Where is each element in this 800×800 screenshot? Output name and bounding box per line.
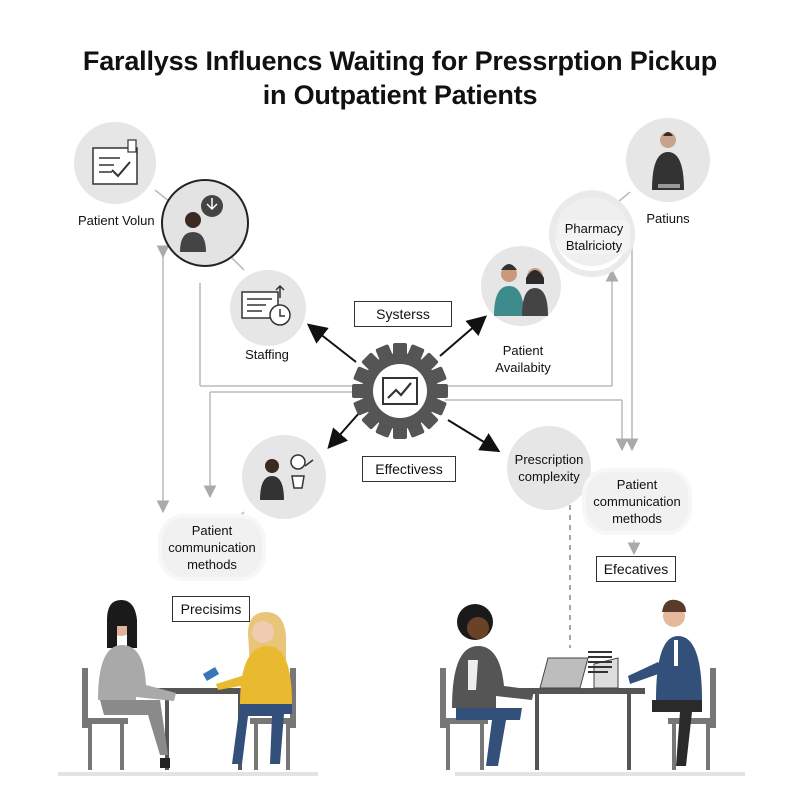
box-efecatives: Efecatives <box>596 556 676 582</box>
label-pharmacy-stability: Pharmacy Btalricioty <box>558 220 630 254</box>
label-prescription-complexity: Prescription complexity <box>506 451 592 485</box>
title-line-1: Farallyss Influencs Waiting for Pressrpt… <box>82 46 718 76</box>
label-complexity-line2: complexity <box>518 469 580 484</box>
meeting-scene-right <box>440 599 745 776</box>
title-line-2: in Outpatient Patients <box>262 80 538 110</box>
comm-right-line3: methods <box>612 511 662 526</box>
presenter-icon <box>260 454 314 500</box>
box-systems: Systerss <box>354 301 452 327</box>
support-person-icon <box>180 195 223 252</box>
label-availability-line2: Availabity <box>495 360 551 375</box>
presenter-man-icon <box>652 132 684 190</box>
label-patient-communication-right: Patient communication methods <box>586 472 688 531</box>
label-patient-communication-left: Patient communication methods <box>162 518 262 577</box>
label-patient-volume: Patient Volun <box>78 213 155 228</box>
timeline-icon <box>241 284 291 326</box>
pharmacy-gear-icon <box>549 191 635 277</box>
gear-chart-icon <box>352 343 448 439</box>
label-complexity-line1: Prescription <box>514 452 584 467</box>
checklist-icon <box>92 139 138 185</box>
box-effectiveness: Effectivess <box>362 456 456 482</box>
comm-left-line1: Patient <box>191 523 233 538</box>
label-patients: Patiuns <box>646 211 690 226</box>
label-availability-line1: Patient <box>502 343 544 358</box>
label-pharmacy-line1: Pharmacy <box>564 221 624 236</box>
comm-left-line3: methods <box>187 557 237 572</box>
box-precisions: Precisims <box>172 596 250 622</box>
meeting-scene-left <box>58 600 318 776</box>
couple-icon <box>494 264 548 316</box>
comm-left-line2: communication <box>168 540 256 555</box>
comm-right-line1: Patient <box>616 477 658 492</box>
comm-right-line2: communication <box>593 494 681 509</box>
label-pharmacy-line2: Btalricioty <box>565 238 623 253</box>
label-staffing: Staffing <box>245 347 289 362</box>
gear-arrows <box>306 315 501 453</box>
label-patient-availability: Patient Availabity <box>488 342 558 376</box>
page-title: Farallyss Influencs Waiting for Pressrpt… <box>0 44 800 112</box>
